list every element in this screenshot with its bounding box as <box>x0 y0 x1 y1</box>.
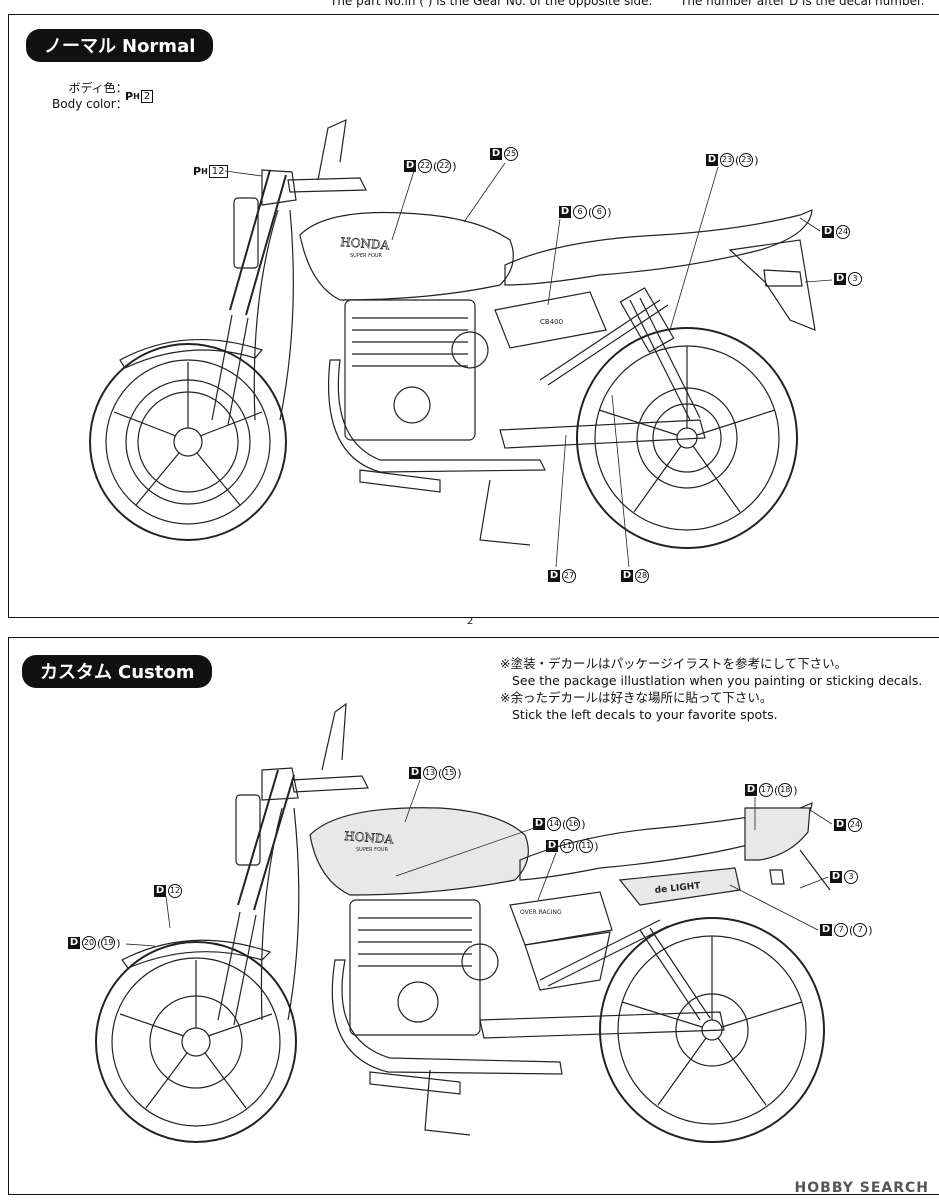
seat-normal <box>504 209 813 286</box>
custom-motorcycle: HONDA SUPER FOUR de LIGHT OVER RACING <box>95 702 833 1143</box>
header-note-right: The number after D is the decal number. <box>680 0 925 8</box>
normal-panel <box>8 14 939 618</box>
tail-cowl-custom <box>744 807 811 861</box>
custom-panel <box>8 637 939 1195</box>
body-color-label: ボディ色： Body color： <box>52 81 128 111</box>
engine-custom <box>349 899 481 1036</box>
fuel-tank-custom <box>309 807 529 896</box>
custom-notes: ※塗装・デカールはパッケージイラストを参考にして下さい。 See the pac… <box>500 656 923 722</box>
header-note-left: The part No.in ( ) is the Gear No. of th… <box>330 0 653 8</box>
tank-lettering-normal: HONDA <box>340 235 390 252</box>
engine-normal <box>344 299 476 441</box>
front-tire-custom <box>95 941 297 1143</box>
svg-text:de LIGHT: de LIGHT <box>654 881 701 896</box>
rear-tire-custom <box>599 917 825 1143</box>
tank-lettering-custom: HONDA <box>344 829 394 846</box>
side-cover-custom <box>509 891 613 946</box>
front-tire-normal <box>89 343 287 541</box>
watermark: HOBBY SEARCH <box>794 1180 929 1196</box>
svg-text:SUPER FOUR: SUPER FOUR <box>350 253 383 259</box>
svg-text:SUPER FOUR: SUPER FOUR <box>356 847 389 853</box>
side-cover-normal <box>494 291 607 349</box>
normal-motorcycle: HONDA SUPER FOUR CB400 <box>89 119 833 568</box>
page-number: 2 <box>467 616 474 627</box>
svg-text:CB400: CB400 <box>540 318 563 326</box>
fuel-tank-normal <box>299 211 514 301</box>
rear-tire-normal <box>576 327 798 549</box>
svg-text:OVER RACING: OVER RACING <box>520 909 562 916</box>
